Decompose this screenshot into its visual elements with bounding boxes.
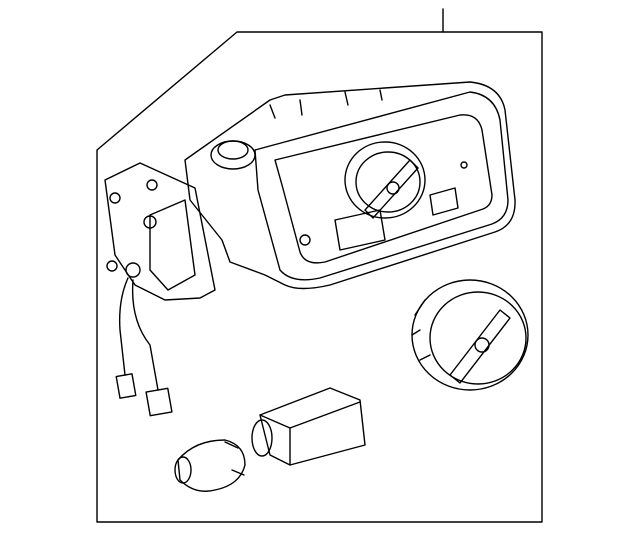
lamp-socket-icon [251,387,366,466]
assembly-outline [96,31,543,523]
wiring-harness-icon [115,277,173,417]
mirror-actuator-icon [411,279,529,391]
mounting-bracket-icon [104,162,216,301]
bulb-icon [174,439,246,492]
diagram-frame [96,8,543,523]
mirror-housing-icon [184,81,516,290]
